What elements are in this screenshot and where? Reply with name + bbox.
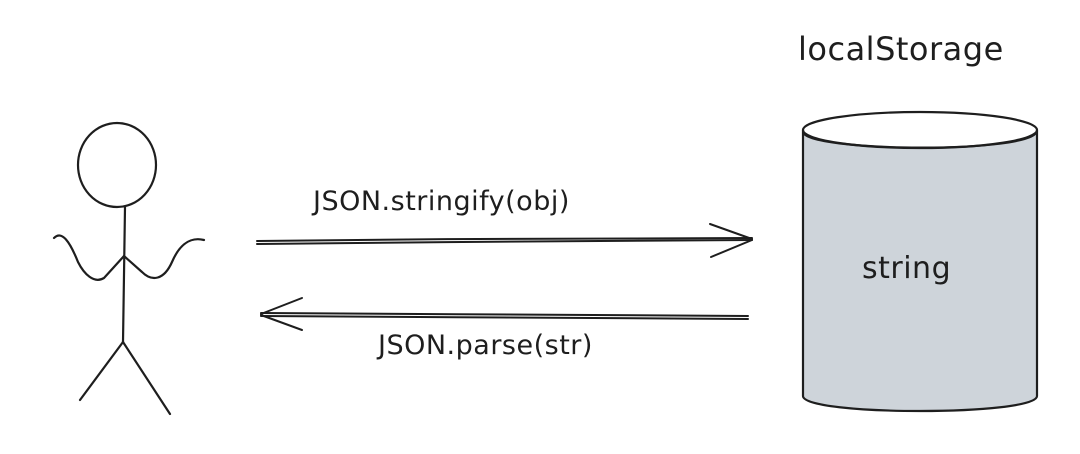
stringify-label: JSON.stringify(obj): [313, 186, 570, 217]
stick-figure-icon: [52, 121, 206, 416]
figure-arm-right: [122, 238, 206, 280]
figure-head: [76, 121, 158, 209]
figure-body: [121, 205, 127, 344]
figure-leg-left: [78, 340, 125, 402]
storage-cylinder-icon: [801, 110, 1039, 413]
figure-leg-right: [121, 340, 172, 416]
arrow-left-icon: [260, 297, 749, 331]
arrow-right-icon: [256, 223, 753, 258]
figure-arm-left: [52, 234, 126, 281]
storage-content-label: string: [862, 251, 952, 286]
storage-title: localStorage: [798, 30, 1004, 68]
parse-label: JSON.parse(str): [378, 330, 593, 361]
